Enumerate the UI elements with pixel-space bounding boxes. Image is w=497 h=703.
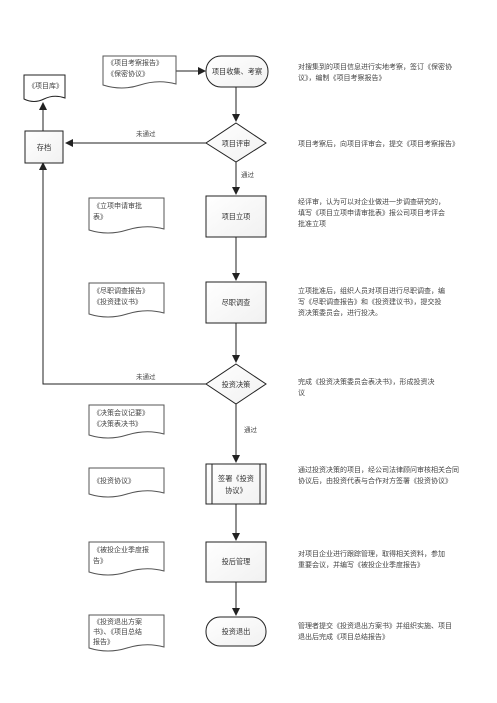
doc-1-line-2: 《保密协议》 — [107, 69, 149, 78]
edge-label-fail-review: 未通过 — [136, 129, 156, 138]
edge-label-pass-review: 通过 — [241, 170, 255, 179]
doc-7-line-2: 书》、《项目总结 — [93, 627, 142, 636]
doc-6-line-2: 告》 — [93, 556, 107, 565]
node-archive[interactable] — [24, 130, 64, 164]
node-sign[interactable] — [205, 463, 267, 505]
desc-3-line-3: 批准立项 — [298, 219, 326, 228]
node-library-label: 《项目库》 — [28, 81, 63, 90]
node-decision-label: 投资决策 — [222, 380, 251, 389]
desc-2-line-1: 项目考察后，向项目评审会，提交《项目考察报告》 — [298, 139, 459, 148]
desc-8-line-1: 管理者提交《投资退出方案书》并组织实施、项目 — [298, 621, 452, 630]
node-sign-label-1: 签署《投资 — [218, 474, 254, 483]
node-due-diligence-label: 尽职调查 — [222, 298, 251, 307]
desc-6-line-1: 通过投资决策的项目，经公司法律顾问审核相关合同 — [298, 465, 459, 474]
doc-1[interactable] — [102, 55, 177, 89]
node-approval[interactable] — [205, 195, 267, 238]
doc-5[interactable] — [88, 467, 165, 498]
doc-2-line-1: 《立项申请审批 — [93, 201, 142, 210]
doc-2[interactable] — [88, 197, 165, 234]
doc-5-line-1: 《投资协议》 — [93, 476, 135, 485]
doc-4[interactable] — [88, 404, 165, 439]
desc-5-line-2: 议 — [298, 389, 305, 397]
node-post-label: 投后管理 — [222, 557, 251, 566]
edge-label-fail-decision: 未通过 — [136, 372, 156, 381]
node-start-label: 项目收集、考察 — [212, 67, 262, 76]
desc-1-line-2: 议》，编制《项目考察报告》 — [298, 73, 386, 82]
doc-3[interactable] — [88, 282, 165, 318]
desc-7-line-2: 重要会议，并编写《被投企业季度报告》 — [298, 560, 424, 569]
node-post[interactable] — [205, 541, 267, 583]
desc-7-line-1: 对项目企业进行跟踪管理，取得相关资料，参加 — [298, 549, 445, 558]
desc-6-line-2: 协议后，由投资代表与合作对方签署《投资协议》 — [298, 476, 452, 485]
doc-4-line-2: 《决策表决书》 — [93, 419, 142, 428]
desc-4-line-2: 写《尽职调查报告》和《投资建议书》，提交投 — [298, 297, 442, 306]
desc-4-line-1: 立项批准后，组织人员对项目进行尽职调查，编 — [298, 286, 445, 295]
node-review-label: 项目评审 — [222, 139, 251, 148]
doc-3-line-2: 《投资建议书》 — [93, 297, 142, 306]
desc-3-line-2: 填写《项目立项申请审批表》报公司项目考评会 — [298, 208, 445, 217]
doc-2-line-2: 表》 — [93, 212, 107, 221]
node-approval-label: 项目立项 — [222, 212, 251, 221]
doc-3-line-1: 《尽职调查报告》 — [93, 286, 149, 295]
node-review[interactable] — [205, 122, 267, 163]
node-sign-label-2: 协议》 — [225, 486, 247, 495]
doc-4-line-1: 《决策会议记要》 — [93, 408, 149, 417]
doc-6-line-1: 《被投企业季度报 — [93, 545, 149, 554]
edge-label-pass-decision: 通过 — [244, 425, 258, 434]
doc-7-line-3: 报告》 — [93, 637, 114, 646]
doc-1-line-1: 《项目考察报告》 — [107, 58, 163, 67]
node-decision[interactable] — [205, 363, 267, 405]
node-library[interactable] — [23, 74, 66, 102]
doc-6[interactable] — [88, 541, 165, 576]
node-exit-label: 投资退出 — [222, 627, 251, 636]
edge-decision-archive — [39, 162, 206, 385]
desc-8-line-2: 退出后完成《项目总结报告》 — [298, 632, 389, 641]
doc-7[interactable] — [88, 614, 165, 652]
desc-5-line-1: 完成《投资决策委员会表决书》，形成投资决 — [298, 377, 435, 386]
desc-3-line-1: 经评审，认为可以对企业做进一步调查研究的， — [298, 197, 445, 206]
node-exit[interactable] — [205, 616, 267, 647]
desc-1-line-1: 对搜集到的项目信息进行实地考察，签订《保密协 — [298, 62, 452, 71]
desc-4-line-3: 资决策委员会，进行投决。 — [298, 308, 382, 317]
node-due-diligence[interactable] — [205, 281, 267, 324]
node-start[interactable] — [205, 55, 269, 88]
doc-7-line-1: 《投资退出方案 — [93, 617, 142, 626]
node-archive-label: 存档 — [37, 143, 51, 152]
